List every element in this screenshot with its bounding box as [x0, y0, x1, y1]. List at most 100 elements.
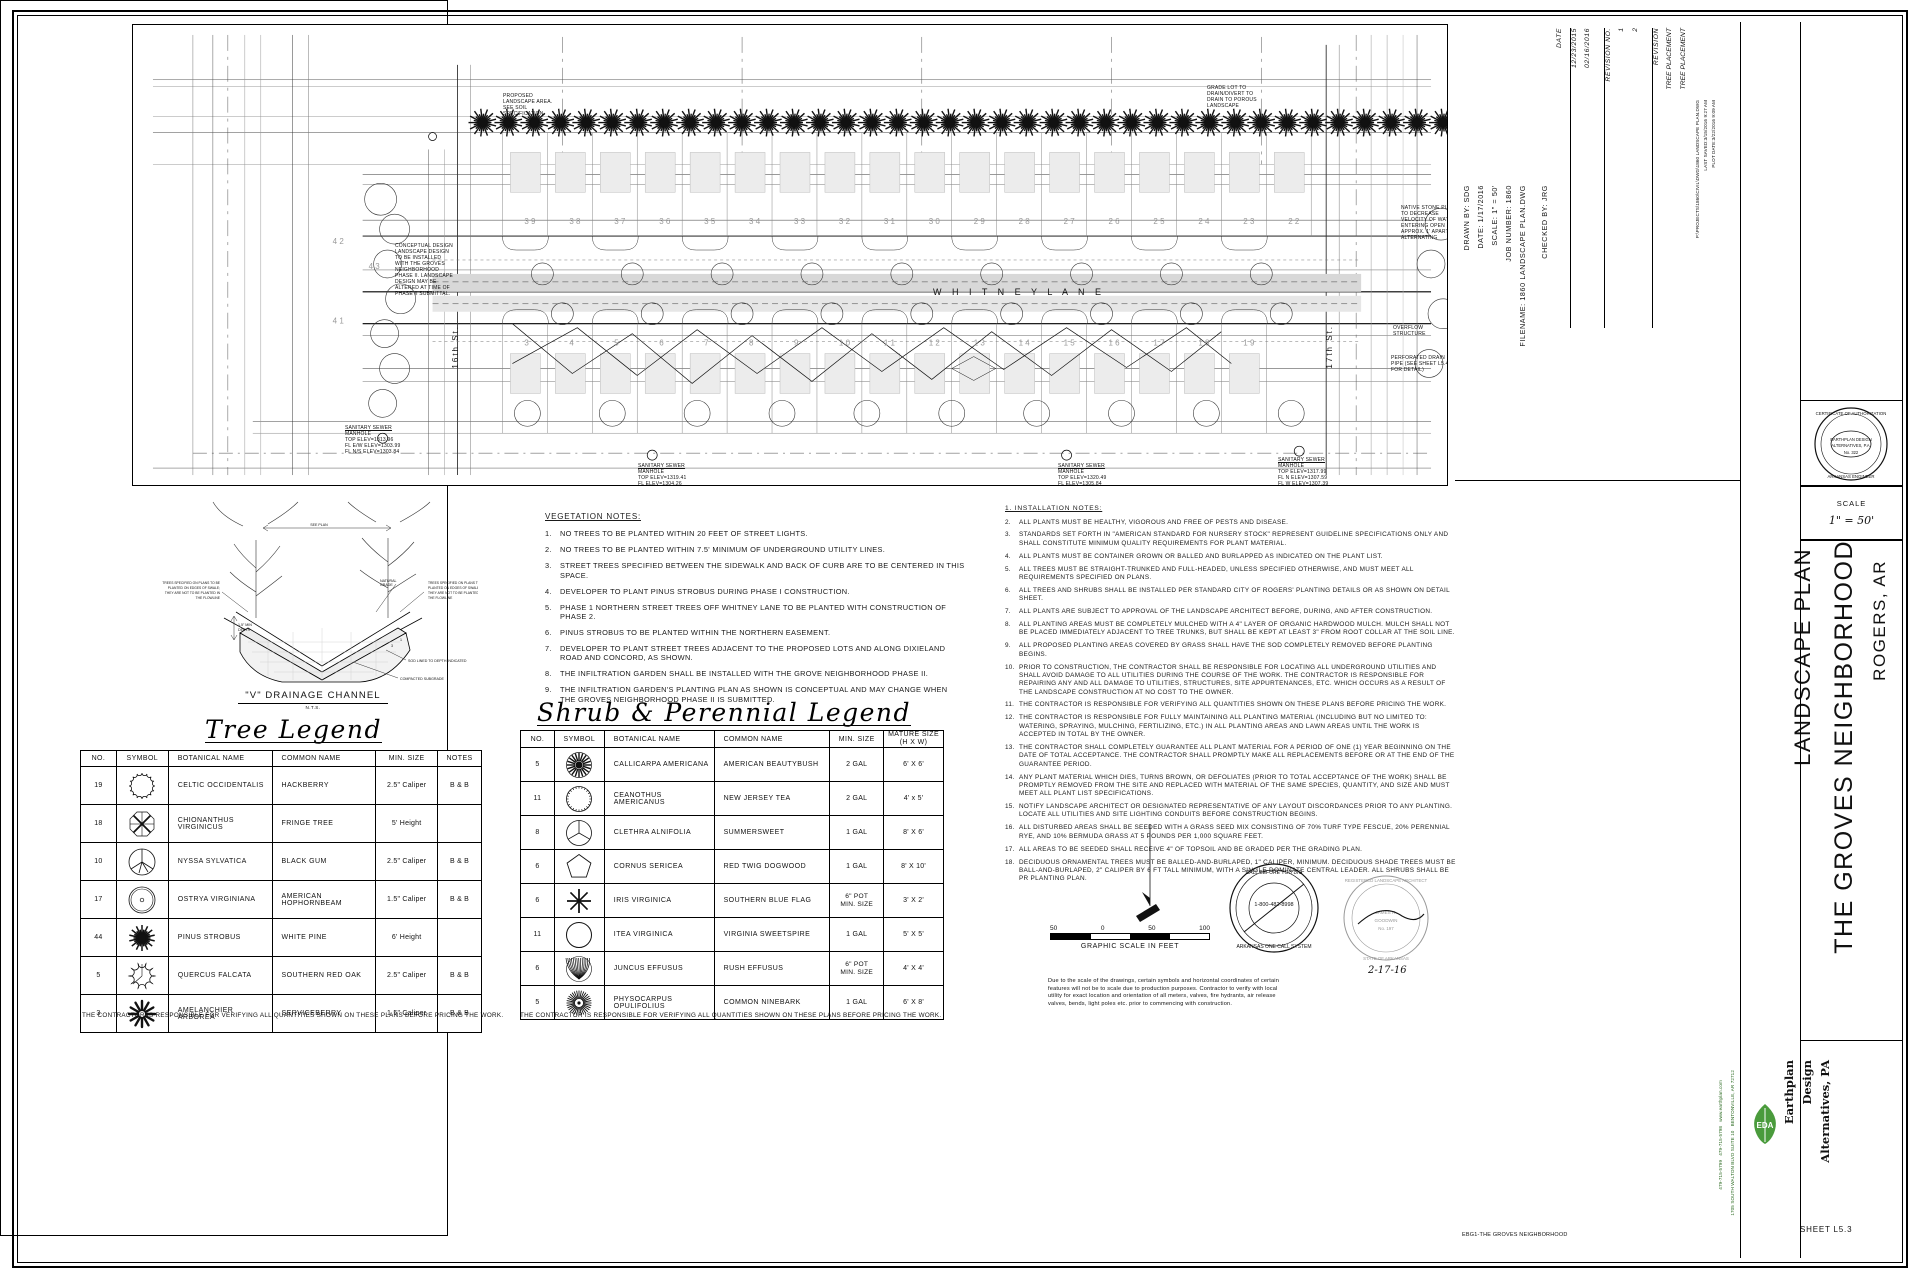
pine-tree-symbol [1273, 108, 1301, 137]
cell-minsize: 1.5" Caliper [375, 994, 439, 1033]
pine-tree-symbol [805, 108, 834, 137]
installation-notes: 1. INSTALLATION NOTES: 2.ALL PLANTS MUST… [1005, 505, 1457, 888]
tree-legend-table[interactable]: NO. SYMBOL BOTANICAL NAME COMMON NAME MI… [80, 750, 482, 1033]
installation-note-item: 5.ALL TREES MUST BE STRAIGHT-TRUNKED AND… [1005, 565, 1414, 581]
svg-text:1 6: 1 6 [1109, 339, 1121, 348]
pine-tree-symbol [1169, 108, 1198, 137]
svg-text:2 9: 2 9 [974, 217, 986, 226]
pine-tree-symbol [546, 108, 575, 137]
cell-notes: B & B [437, 994, 482, 1033]
cell-minsize: 2 GAL [829, 747, 885, 783]
gs-tick: 100 [1199, 925, 1210, 932]
svg-text:3 7: 3 7 [614, 217, 626, 226]
shrub-rosette [566, 751, 593, 778]
cell-maturesize: 8' X 10' [883, 849, 944, 885]
svg-text:4 2: 4 2 [333, 237, 345, 246]
cell-maturesize: 6' X 6' [883, 747, 944, 783]
cell-common: RUSH EFFUSUS [713, 951, 831, 987]
cell-symbol [115, 766, 169, 805]
cell-no: 11 [520, 781, 555, 817]
cell-no: 6 [520, 849, 555, 885]
cell-symbol [553, 815, 605, 851]
cell-no: 6 [520, 883, 555, 919]
manhole-callout-1: SANITARY SEWER MANHOLE TOP ELEV=1313.96 … [345, 425, 401, 455]
sheet-number: SHEET L5.3 [1800, 1225, 1853, 1234]
cell-symbol [553, 747, 605, 783]
pine-tree-symbol [1117, 108, 1146, 137]
installation-note-item: 3.STANDARDS SET FORTH IN "AMERICAN STAND… [1005, 531, 1449, 547]
th-notes: NOTES [437, 750, 482, 767]
svg-text:PLANTED ON EDGES OF SWALE;: PLANTED ON EDGES OF SWALE; [168, 586, 220, 590]
pine-tree-symbol [520, 108, 549, 137]
installation-note-item: 7.ALL PLANTS ARE SUBJECT TO APPROVAL OF … [1005, 608, 1433, 616]
pine-tree-symbol [598, 108, 627, 137]
sheet-border-inner [17, 15, 1903, 1263]
project-title-groves: THE GROVES NEIGHBORHOOD [1830, 540, 1858, 954]
cell-botanical: IRIS VIRGINICA [603, 883, 715, 919]
pine-tree-symbol [987, 108, 1016, 137]
cell-minsize: 1 GAL [829, 815, 885, 851]
shrub-legend-table[interactable]: NO. SYMBOL BOTANICAL NAME COMMON NAME MI… [520, 729, 944, 1021]
installation-note-item: 15.NOTIFY LANDSCAPE ARCHITECT OR DESIGNA… [1005, 803, 1453, 819]
vegetation-note-item: 2.NO TREES TO BE PLANTED WITHIN 7.5' MIN… [545, 545, 886, 555]
cell-no: 5 [520, 747, 555, 783]
rev-date-1: 12/23/2015 [1571, 28, 1578, 69]
cell-minsize: 1 GAL [829, 849, 885, 885]
svg-text:5: 5 [614, 339, 619, 348]
th-symbol: SYMBOL [553, 729, 605, 749]
svg-text:2 4: 2 4 [1198, 217, 1210, 226]
title-block [0, 0, 448, 1236]
cell-common: SERVICEBERRY [271, 994, 377, 1033]
pine-tree-symbol [624, 108, 652, 137]
svg-text:3 5: 3 5 [704, 217, 716, 226]
svg-text:3 3: 3 3 [794, 217, 806, 226]
cell-no: 44 [80, 918, 117, 957]
project-title-location: ROGERS, AR [1870, 560, 1889, 681]
svg-text:1 4: 1 4 [1019, 339, 1031, 348]
svg-text:1-800-482-8998: 1-800-482-8998 [1254, 902, 1293, 908]
tb-vline-2 [1740, 22, 1741, 1258]
cell-common: HACKBERRY [271, 766, 377, 805]
manhole-callout-4: SANITARY SEWER MANHOLE TOP ELEV=1317.99 … [1278, 457, 1329, 486]
shrub-circle-dash [566, 785, 593, 812]
svg-text:2 8: 2 8 [1019, 217, 1031, 226]
cell-minsize: 5' Height [375, 804, 439, 843]
svg-text:3: 3 [524, 339, 529, 348]
firm-contact: 479-715-5799 479-715-5798 www.earthplan.… [1718, 1080, 1723, 1190]
svg-text:4 3: 4 3 [369, 262, 381, 271]
tree-legend-header-row: NO. SYMBOL BOTANICAL NAME COMMON NAME MI… [80, 750, 482, 767]
cell-symbol [553, 849, 605, 885]
pine-tree-symbol [494, 108, 523, 137]
rev-desc-2: TREE PLACEMENT [1680, 28, 1687, 90]
firm-name-3: Alternatives, PA [1818, 1060, 1832, 1163]
tree-legend-title: Tree Legend [205, 715, 382, 744]
svg-text:1 9: 1 9 [1243, 339, 1255, 348]
cell-minsize: 6' Height [375, 918, 439, 957]
svg-text:TREES SPECIFIED ON PLANS TO BE: TREES SPECIFIED ON PLANS TO BE [162, 581, 220, 585]
svg-text:EARTHPLAN DESIGN: EARTHPLAN DESIGN [1830, 437, 1871, 442]
cell-common: COMMON NINEBARK [713, 985, 831, 1021]
pine-tree-symbol [1221, 108, 1250, 137]
svg-text:3 2: 3 2 [839, 217, 851, 226]
cell-symbol [115, 804, 169, 843]
cell-notes: B & B [437, 842, 482, 881]
vegetation-notes: VEGETATION NOTES: 1.NO TREES TO BE PLANT… [545, 512, 965, 711]
cell-botanical: CORNUS SERICEA [603, 849, 715, 885]
